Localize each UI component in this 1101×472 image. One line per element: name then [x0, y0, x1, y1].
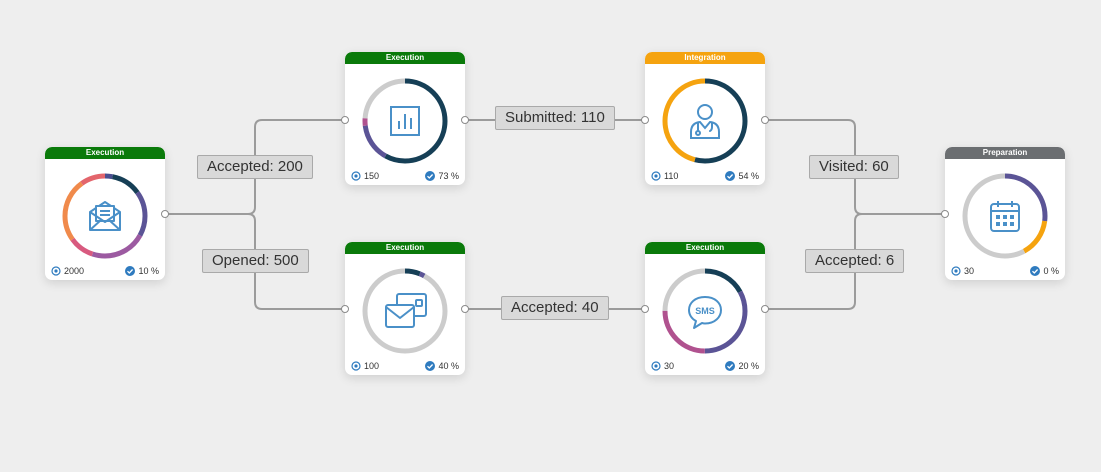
- ring-segment-6: [62, 173, 148, 259]
- port-calendar-in[interactable]: [941, 210, 949, 218]
- count-value: 100: [364, 361, 380, 371]
- completion-percent: 20 %: [725, 361, 759, 371]
- percent-value: 0 %: [1043, 266, 1059, 276]
- target-icon: [951, 266, 961, 276]
- edge-label-accepted-6[interactable]: Accepted: 6: [805, 249, 905, 273]
- edge-label-accepted-40[interactable]: Accepted: 40: [501, 296, 609, 320]
- progress-ring: [62, 173, 148, 259]
- target-icon: [51, 266, 61, 276]
- ring-segment-1: [662, 268, 748, 354]
- ring-segment-2: [362, 268, 448, 354]
- target-count: 2000: [51, 266, 84, 276]
- stage-header: Execution: [645, 242, 765, 254]
- port-analytics-out[interactable]: [461, 116, 469, 124]
- completion-percent: 54 %: [725, 171, 759, 181]
- stage-header: Integration: [645, 52, 765, 64]
- ring-segment-3: [362, 78, 448, 164]
- doctor-icon: [690, 104, 720, 139]
- node-doctor[interactable]: Integration 110 54 %: [645, 52, 765, 185]
- progress-ring: [362, 268, 448, 354]
- target-count: 100: [351, 361, 379, 371]
- bar-chart-icon: [390, 106, 420, 136]
- progress-ring: [662, 268, 748, 354]
- stage-header: Execution: [345, 242, 465, 254]
- count-value: 110: [664, 171, 679, 181]
- target-count: 150: [351, 171, 379, 181]
- node-email[interactable]: Execution 2000 10 %: [45, 147, 165, 280]
- percent-value: 20 %: [738, 361, 759, 371]
- check-circle-icon: [425, 361, 436, 371]
- target-icon: [651, 171, 661, 181]
- stage-header: Execution: [45, 147, 165, 159]
- node-wallet[interactable]: Execution 100 40 %: [345, 242, 465, 375]
- target-icon: [351, 361, 361, 371]
- port-email-out[interactable]: [161, 210, 169, 218]
- percent-value: 40 %: [438, 361, 459, 371]
- check-circle-icon: [125, 266, 136, 276]
- check-circle-icon: [1030, 266, 1041, 276]
- port-sms-in[interactable]: [641, 305, 649, 313]
- ring-segment-2: [962, 173, 1048, 259]
- progress-ring: [362, 78, 448, 164]
- port-doctor-in[interactable]: [641, 116, 649, 124]
- target-count: 110: [651, 171, 678, 181]
- target-count: 30: [951, 266, 974, 276]
- stage-header: Preparation: [945, 147, 1065, 159]
- ring-segment-2: [362, 78, 448, 164]
- port-sms-out[interactable]: [761, 305, 769, 313]
- completion-percent: 73 %: [425, 171, 459, 181]
- percent-value: 10 %: [138, 266, 159, 276]
- completion-percent: 0 %: [1030, 266, 1059, 276]
- edge-label-opened-500[interactable]: Opened: 500: [202, 249, 309, 273]
- port-wallet-in[interactable]: [341, 305, 349, 313]
- node-sms[interactable]: Execution SMS 30 20 %: [645, 242, 765, 375]
- check-circle-icon: [725, 361, 736, 371]
- port-doctor-out[interactable]: [761, 116, 769, 124]
- calendar-icon: [990, 201, 1020, 232]
- edge-label-accepted-200[interactable]: Accepted: 200: [197, 155, 313, 179]
- count-value: 30: [664, 361, 675, 371]
- check-circle-icon: [725, 171, 736, 181]
- percent-value: 54 %: [738, 171, 759, 181]
- ring-segment-2: [662, 268, 748, 354]
- port-analytics-in[interactable]: [341, 116, 349, 124]
- progress-ring: [662, 78, 748, 164]
- stage-header: Execution: [345, 52, 465, 64]
- sms-icon: SMS: [688, 296, 722, 329]
- ring-segment-3: [62, 173, 148, 259]
- ring-segment-1: [662, 78, 748, 164]
- ring-segment-5: [62, 173, 148, 259]
- ring-segment-2: [62, 173, 148, 259]
- count-value: 2000: [64, 266, 85, 276]
- node-analytics[interactable]: Execution 150 73 %: [345, 52, 465, 185]
- node-calendar[interactable]: Preparation 30 0 %: [945, 147, 1065, 280]
- target-icon: [351, 171, 361, 181]
- ring-segment-0: [662, 268, 748, 354]
- count-value: 30: [964, 266, 975, 276]
- check-circle-icon: [425, 171, 436, 181]
- edge-label-submitted-110[interactable]: Submitted: 110: [495, 106, 615, 130]
- progress-ring: [962, 173, 1048, 259]
- percent-value: 73 %: [438, 171, 459, 181]
- completion-percent: 10 %: [125, 266, 159, 276]
- svg-text:SMS: SMS: [695, 306, 715, 316]
- port-wallet-out[interactable]: [461, 305, 469, 313]
- completion-percent: 40 %: [425, 361, 459, 371]
- count-value: 150: [364, 171, 380, 181]
- wallet-icon: [385, 293, 427, 328]
- target-icon: [651, 361, 661, 371]
- target-count: 30: [651, 361, 674, 371]
- edge-label-visited-60[interactable]: Visited: 60: [809, 155, 899, 179]
- email-icon: [89, 201, 121, 231]
